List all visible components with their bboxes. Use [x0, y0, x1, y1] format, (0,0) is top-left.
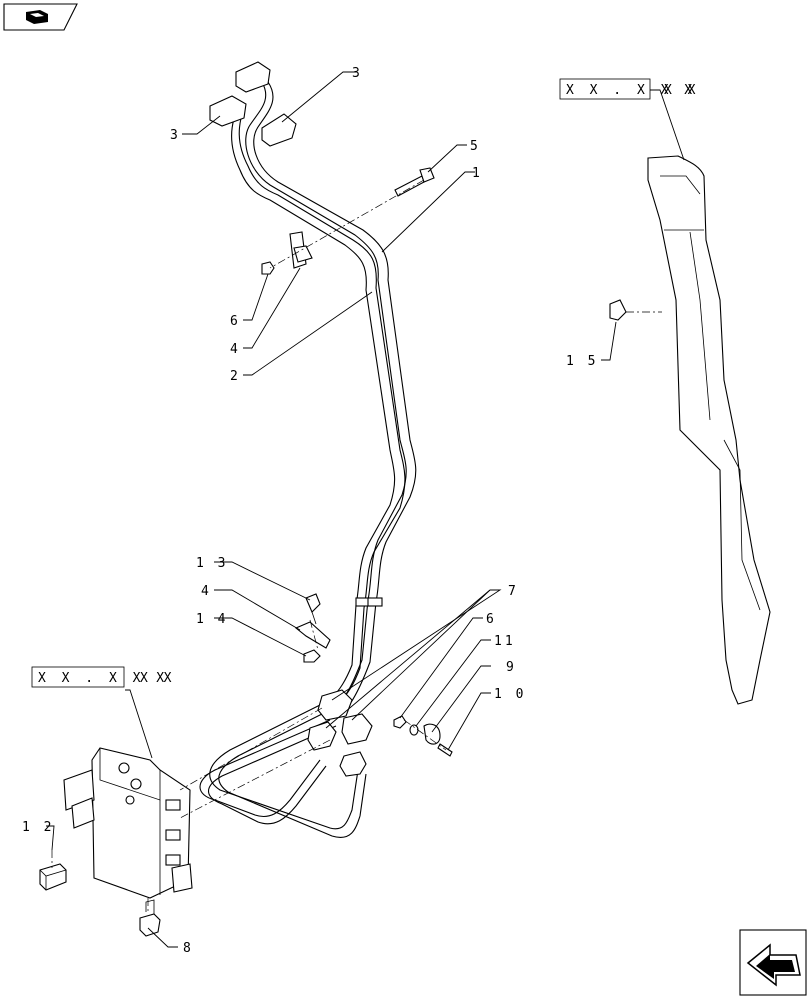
callout-3a: 3	[170, 128, 181, 143]
callout-13: 1 3	[196, 556, 228, 571]
callout-2: 2	[230, 369, 241, 384]
ref-top-suffix: X X	[664, 83, 699, 98]
alignment-lines	[51, 179, 662, 914]
nut-6-upper	[261, 261, 275, 275]
callout-9: 9	[506, 660, 517, 675]
ref-box-top[interactable]: X X . X X X X X	[559, 78, 699, 100]
nut-8	[139, 899, 161, 937]
book-icon	[26, 10, 48, 24]
next-page-button[interactable]	[739, 929, 807, 996]
hydraulic-tubes	[209, 61, 417, 705]
callout-8: 8	[183, 941, 194, 956]
callout-labels: 3 3 5 1 6 4 2 1 3 4 1 4 7 6 11 9 1 0 1 2…	[22, 66, 598, 956]
bolt-5	[394, 167, 435, 197]
clamp-4-upper	[289, 231, 313, 269]
ref-box-left[interactable]: X X . X X X X X	[31, 666, 175, 688]
book-nav-button[interactable]	[3, 3, 78, 31]
arrow-icon	[746, 943, 801, 987]
callout-14: 1 4	[196, 612, 228, 627]
ref-top-code: X X . X X X	[566, 83, 696, 98]
callout-11: 11	[494, 634, 516, 649]
callout-6a: 6	[230, 314, 241, 329]
screw-13	[305, 593, 321, 625]
clip-15	[609, 299, 627, 321]
lower-tubes	[199, 689, 373, 838]
washer-11	[409, 724, 419, 736]
callout-4b: 4	[201, 584, 212, 599]
clip-9	[423, 723, 441, 745]
callout-15: 1 5	[566, 354, 598, 369]
clamp-4-lower	[294, 621, 331, 649]
callout-3b: 3	[352, 66, 363, 81]
callout-4a: 4	[230, 342, 241, 357]
nut-14	[303, 649, 321, 663]
callout-1: 1	[472, 166, 483, 181]
ref-left-code: X X . X X X	[38, 671, 168, 686]
callout-10: 1 0	[494, 687, 526, 702]
callout-5: 5	[470, 139, 481, 154]
callout-6b: 6	[486, 612, 497, 627]
plug-12	[39, 863, 67, 891]
leader-lines	[46, 71, 685, 948]
ref-left-suffix: X X	[140, 671, 175, 686]
callout-7: 7	[508, 584, 519, 599]
callout-12: 1 2	[22, 820, 54, 835]
cover-panel	[647, 155, 771, 705]
control-valve	[63, 747, 193, 899]
